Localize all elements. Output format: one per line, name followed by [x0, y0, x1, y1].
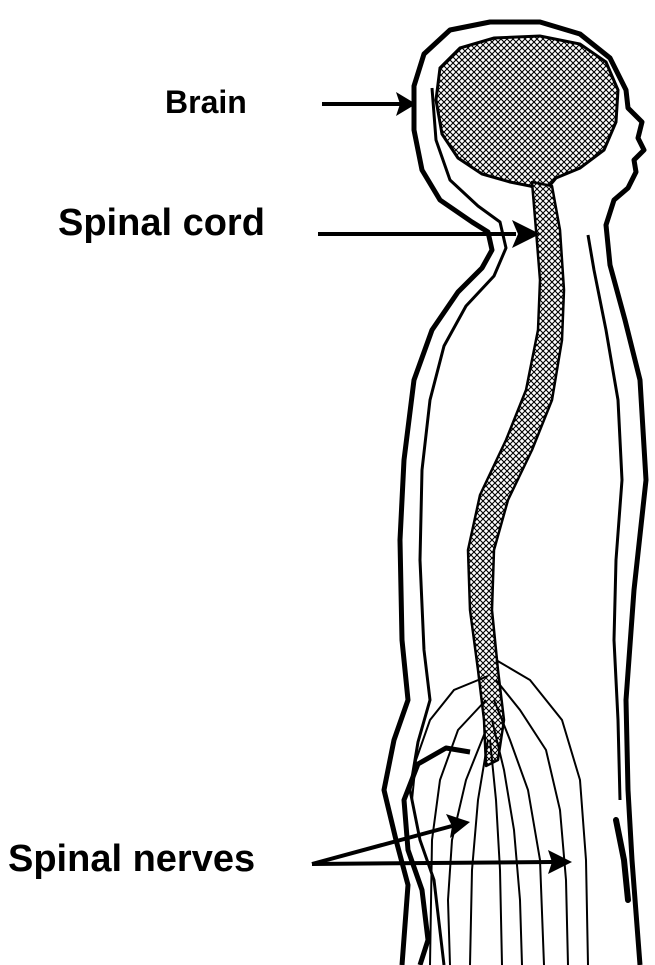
front-leg-outline — [616, 820, 628, 900]
brain-shape — [436, 36, 618, 190]
inner-front-outline — [588, 235, 622, 800]
spinal-nerves-label: Spinal nerves — [8, 840, 255, 878]
brain-label: Brain — [165, 86, 247, 118]
hip-outline — [404, 748, 470, 965]
spinal-nerve — [470, 740, 488, 965]
spinal-cord-label: Spinal cord — [58, 204, 265, 242]
spinal-nerve — [496, 680, 568, 965]
spinal-nerve — [412, 676, 488, 800]
spinal-nerve — [448, 730, 486, 965]
spinal-cord-arrow — [318, 220, 540, 248]
spinal-nerve — [490, 740, 502, 965]
brain-arrow — [322, 92, 416, 116]
